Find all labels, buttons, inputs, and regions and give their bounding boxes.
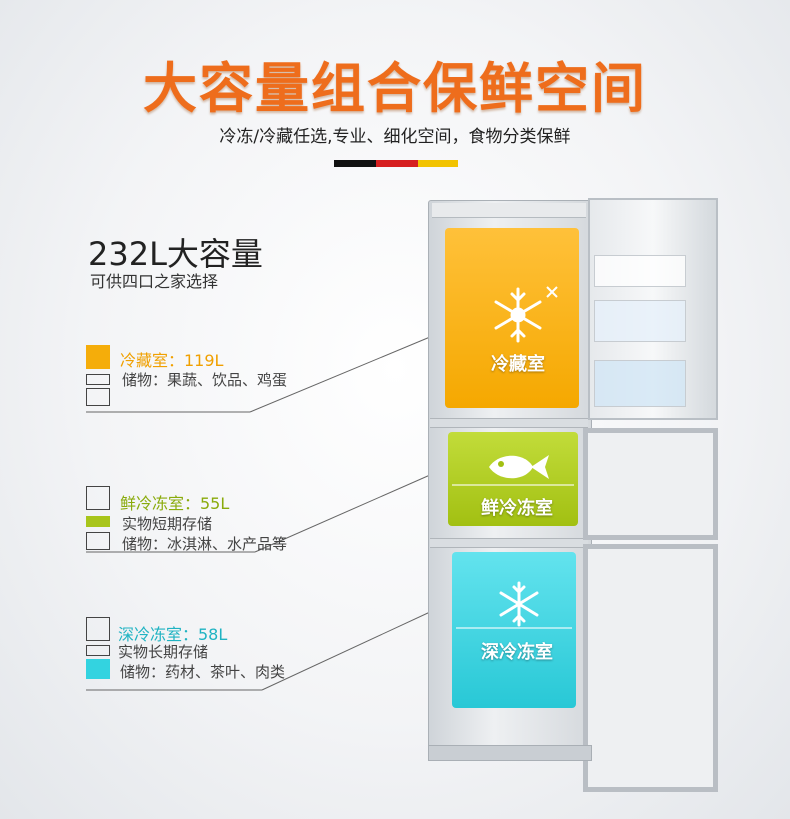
- snowflake-icon: [495, 580, 543, 628]
- deep-compartment: [452, 552, 576, 708]
- fridge-marker-box: [86, 388, 110, 406]
- door-shelf: [594, 255, 686, 287]
- fridge-label: 冷藏室: [491, 354, 545, 375]
- fresh-marker-box-2: [86, 532, 110, 550]
- deep-marker-box: [86, 617, 110, 641]
- deep-long-term: 实物长期存储: [118, 643, 209, 661]
- deep-heading: 深冷冻室：58L: [118, 625, 228, 644]
- divider-1: [430, 418, 588, 428]
- fresh-marker-box: [86, 486, 110, 510]
- flag-stripe-red: [376, 160, 418, 167]
- door-shelf: [594, 360, 686, 407]
- deep-door: [583, 544, 718, 792]
- deep-drawer-line: [456, 627, 572, 629]
- fresh-label: 鲜冷冻室: [481, 498, 553, 519]
- fresh-drawer-line: [452, 484, 574, 486]
- deep-storage: 储物：药材、茶叶、肉类: [120, 663, 286, 681]
- sparkle-icon: [545, 284, 559, 298]
- fish-icon: [485, 450, 551, 484]
- fresh-compartment: [448, 432, 578, 526]
- page-subtitle: 冷冻/冷藏任选,专业、细化空间，食物分类保鲜: [219, 127, 571, 147]
- deep-label: 深冷冻室: [481, 642, 553, 663]
- deep-marker-small: [86, 645, 110, 656]
- divider-2: [430, 538, 588, 548]
- fresh-door: [583, 428, 718, 540]
- fresh-color-swatch: [86, 516, 110, 527]
- flag-stripe-black: [334, 160, 376, 167]
- deep-color-swatch: [86, 659, 110, 679]
- refrigerator-top-panel: [432, 203, 586, 218]
- fresh-short-term: 实物短期存储: [122, 515, 213, 533]
- fridge-marker-small: [86, 374, 110, 385]
- fresh-heading: 鲜冷冻室：55L: [120, 494, 230, 513]
- snowflake-icon: [488, 285, 548, 345]
- capacity-total: 232L大容量: [88, 235, 263, 273]
- fridge-storage: 储物：果蔬、饮品、鸡蛋: [122, 371, 288, 389]
- capacity-note: 可供四口之家选择: [90, 272, 219, 291]
- fresh-storage: 储物：冰淇淋、水产品等: [122, 535, 288, 553]
- flag-stripe-yellow: [418, 160, 458, 167]
- fridge-color-swatch: [86, 345, 110, 369]
- door-shelf: [594, 300, 686, 342]
- fridge-heading: 冷藏室：119L: [120, 351, 224, 370]
- refrigerator-base: [428, 745, 592, 761]
- page-title: 大容量组合保鲜空间: [143, 57, 647, 120]
